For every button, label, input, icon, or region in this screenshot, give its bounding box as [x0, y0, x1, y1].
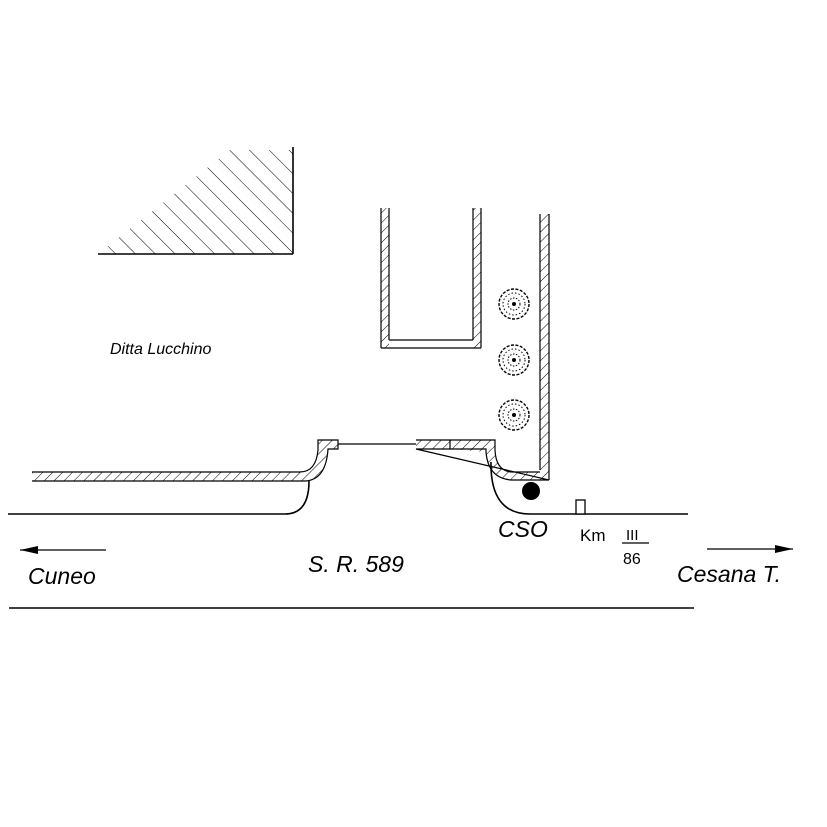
km-numerator-label: III	[626, 527, 639, 544]
right-wall	[539, 214, 550, 480]
trees	[498, 288, 530, 431]
u-structure	[380, 208, 482, 349]
km-prefix-label: Km	[580, 526, 606, 545]
arrow-right-icon	[707, 545, 793, 553]
station-dot-icon	[522, 482, 540, 500]
milestone-icon	[575, 499, 586, 515]
road-label: S. R. 589	[308, 551, 404, 577]
right-destination-label: Cesana T.	[677, 561, 781, 587]
tree-icon	[498, 399, 530, 431]
left-boundary-wall	[32, 439, 416, 482]
road	[8, 461, 694, 609]
company-label: Ditta Lucchino	[110, 341, 211, 358]
cso-label: CSO	[498, 516, 548, 542]
tree-icon	[498, 288, 530, 320]
tree-icon	[498, 344, 530, 376]
right-boundary-wall	[415, 439, 550, 481]
km-denominator-label: 86	[623, 551, 641, 568]
building	[98, 147, 294, 255]
arrow-left-icon	[20, 546, 106, 554]
left-destination-label: Cuneo	[28, 563, 96, 589]
